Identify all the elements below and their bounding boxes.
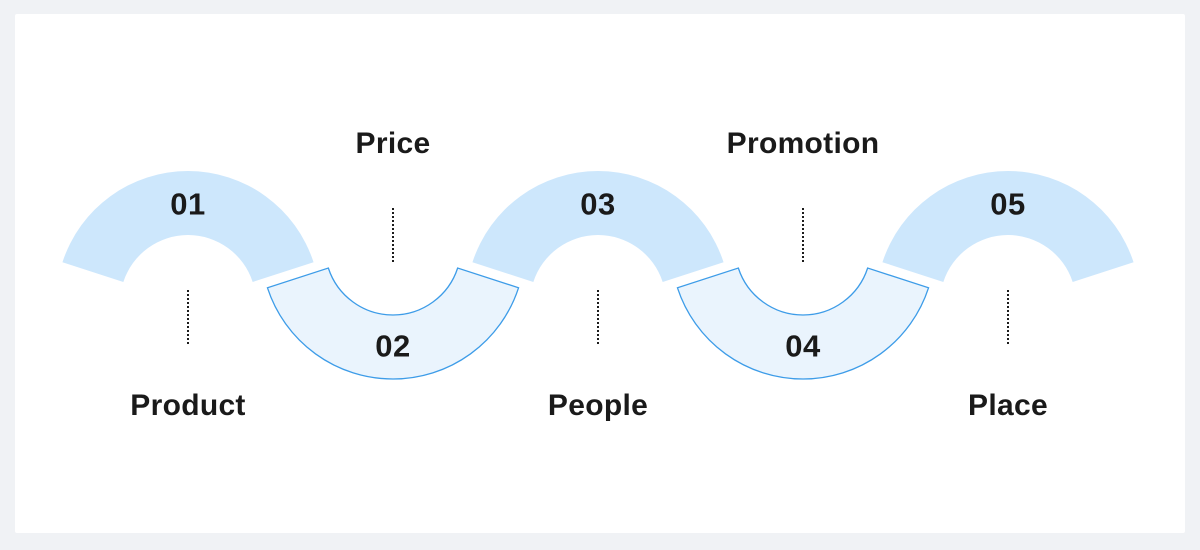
step-3-number: 03: [580, 186, 616, 222]
step-3-label: People: [547, 389, 649, 422]
step-5-connector-dotted-line: [1007, 290, 1009, 345]
step-4-connector-dotted-line: [802, 208, 804, 263]
step-3-connector-dotted-line: [597, 290, 599, 345]
step-2-connector-dotted-line: [392, 208, 394, 263]
step-1-number: 01: [170, 186, 206, 222]
step-1-label: Product: [130, 389, 246, 422]
step-4-label: Promotion: [726, 127, 880, 160]
infographic-card: [15, 14, 1185, 533]
step-4-number: 04: [785, 328, 821, 364]
step-2-number: 02: [375, 328, 411, 364]
step-1-connector-dotted-line: [187, 290, 189, 345]
step-2-label: Price: [355, 127, 431, 160]
step-5-number: 05: [990, 186, 1026, 222]
step-5-label: Place: [968, 389, 1048, 422]
